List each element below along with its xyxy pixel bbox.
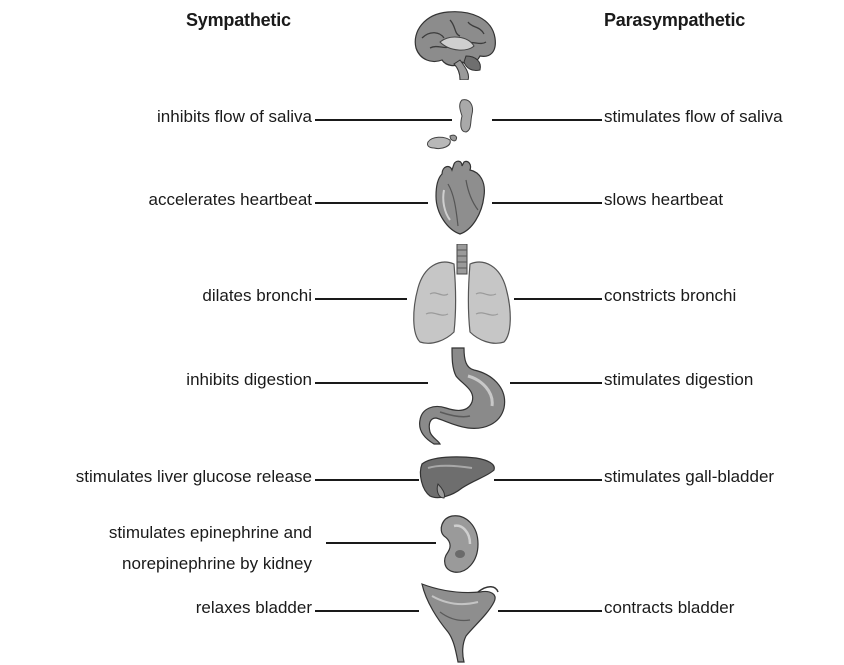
- constricts-bronchi-label: constricts bronchi: [604, 285, 736, 307]
- stimulates-epinephrine-label-line1: stimulates epinephrine and: [109, 522, 312, 544]
- line-relaxes-bladder: [315, 610, 419, 612]
- inhibits-digestion-label: inhibits digestion: [186, 369, 312, 391]
- line-liver-glucose: [315, 479, 419, 481]
- slows-heartbeat-label: slows heartbeat: [604, 189, 723, 211]
- stomach-illustration: [412, 346, 516, 446]
- line-dilates-bronchi: [315, 298, 407, 300]
- line-stimulates-saliva: [492, 119, 602, 121]
- kidney-illustration: [436, 512, 484, 576]
- accelerates-heartbeat-label: accelerates heartbeat: [149, 189, 313, 211]
- stimulates-epinephrine-label-line2: norepinephrine by kidney: [122, 553, 312, 575]
- brain-illustration: [410, 8, 498, 80]
- line-slows-heartbeat: [492, 202, 602, 204]
- line-stimulates-gall-bladder: [494, 479, 602, 481]
- stimulates-digestion-label: stimulates digestion: [604, 369, 753, 391]
- inhibits-saliva-label: inhibits flow of saliva: [157, 106, 312, 128]
- liver-illustration: [418, 454, 498, 502]
- line-kidney-epinephrine: [326, 542, 436, 544]
- line-stimulates-digestion: [510, 382, 602, 384]
- salivary-gland-illustration: [424, 96, 488, 152]
- parasympathetic-header: Parasympathetic: [604, 10, 745, 31]
- bladder-illustration: [418, 578, 502, 664]
- sympathetic-header: Sympathetic: [186, 10, 291, 31]
- relaxes-bladder-label: relaxes bladder: [196, 597, 312, 619]
- line-contracts-bladder: [498, 610, 602, 612]
- stimulates-saliva-label: stimulates flow of saliva: [604, 106, 783, 128]
- stimulates-liver-glucose-label: stimulates liver glucose release: [76, 466, 312, 488]
- contracts-bladder-label: contracts bladder: [604, 597, 734, 619]
- line-accelerates-heartbeat: [315, 202, 428, 204]
- heart-illustration: [428, 160, 492, 236]
- lungs-illustration: [410, 244, 514, 348]
- stimulates-gall-bladder-label: stimulates gall-bladder: [604, 466, 774, 488]
- line-constricts-bronchi: [514, 298, 602, 300]
- dilates-bronchi-label: dilates bronchi: [202, 285, 312, 307]
